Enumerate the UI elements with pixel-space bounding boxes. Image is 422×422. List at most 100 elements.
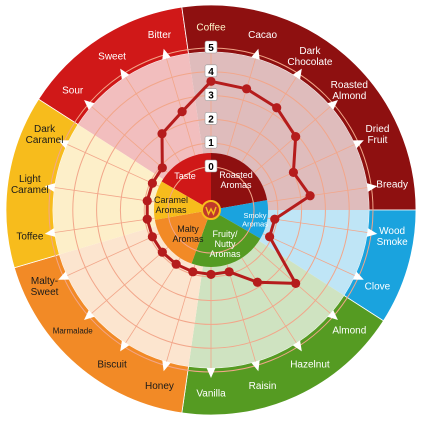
data-point-dark-caramel [147,178,158,188]
attribute-label-sour: Sour [62,86,84,97]
center-emblem-mark [205,206,217,216]
data-point-honey [188,267,198,277]
data-point-bitter [177,107,187,117]
spoke [226,264,256,362]
scale-tick-box [204,40,218,54]
spoke [262,144,355,187]
attribute-label-bitter: Bitter [148,30,172,41]
attribute-label-bready: Bready [376,179,408,190]
data-point-malty-sweet [147,232,158,242]
spoke-pointer [327,310,338,321]
spoke-pointer [120,68,130,80]
spoke [262,233,355,276]
spoke-pointer [44,228,56,237]
spoke [166,264,196,362]
data-point-raisin [224,267,234,277]
data-point-biscuit [171,259,181,269]
spoke-pointer [352,140,364,149]
scale-tick-box [204,112,218,125]
spoke [125,257,181,344]
spoke [267,187,368,203]
band-tint-smoky [247,210,369,296]
scale-tick-label: 2 [208,114,214,125]
data-point-vanilla [206,269,216,280]
data-point-hazelnut [252,277,263,287]
attribute-label-toffee: Toffee [16,232,43,243]
spoke-pointer [366,228,378,237]
data-point-bready [305,191,315,201]
data-point-sweet [157,129,167,139]
scale-tick-box [204,88,218,101]
data-point-dried-fruit [288,167,299,177]
data-point-coffee [206,76,216,86]
spoke [67,144,160,187]
scale-tick-box [204,135,218,149]
spoke-pointer [251,48,260,60]
data-point-clove [264,232,275,242]
spoke-pointer [120,340,130,352]
band-tint-taste [78,53,205,187]
spoke-pointer [44,183,56,192]
attribute-label-vanilla: Vanilla [196,389,226,400]
scale-tick-box [204,159,218,173]
category-taste: Taste [174,171,196,181]
data-point-wood-smoke [270,214,280,224]
attribute-label-honey: Honey [145,381,174,392]
scale-tick-label: 1 [208,138,214,149]
scale-tick-label: 0 [208,162,214,173]
scale-tick-label: 3 [208,91,214,102]
spoke [166,58,196,156]
attribute-label-biscuit: Biscuit [97,359,127,370]
center-sector-malty [154,210,211,264]
scale-tick-box [204,64,218,78]
attribute-label-clove: Clove [365,282,391,293]
spoke-pointer [84,99,95,110]
attribute-label-coffee: Coffee [196,23,226,34]
data-point-light-caramel [142,196,152,206]
scale-tick-label: 5 [208,43,214,54]
spoke-pointer [352,271,364,280]
spoke-pointer [58,271,70,280]
spoke-pointer [58,140,70,149]
spoke [267,217,368,233]
data-point-sour [157,163,167,173]
spoke-pointer [366,183,378,192]
spoke [91,106,169,173]
spoke [54,187,155,203]
spoke-pointer [292,68,302,80]
attribute-label-sweet: Sweet [98,52,126,63]
spoke-pointer [206,367,216,378]
scale-tick-label: 4 [208,67,214,78]
attribute-label-raisin: Raisin [249,381,277,392]
spoke-pointer [84,310,95,321]
spoke [125,76,181,163]
attribute-label-cacao: Cacao [248,30,277,41]
data-point-almond [291,278,301,288]
data-point-toffee [142,214,152,224]
data-point-cacao [241,84,252,94]
data-point-dark-chocolate [272,103,282,113]
spoke [91,247,169,314]
spoke [226,58,256,156]
spoke-pointer [162,48,171,60]
spoke-pointer [292,340,302,352]
data-point-marmalade [157,247,167,257]
spoke [67,233,160,276]
attribute-label-malty-sweet: Malty-Sweet [31,276,59,298]
attribute-label-marmalade: Marmalade [53,326,94,335]
center-sector-taste [161,153,211,210]
attribute-label-hazelnut: Hazelnut [290,359,330,370]
spoke [241,257,297,344]
attribute-label-almond: Almond [332,325,366,336]
